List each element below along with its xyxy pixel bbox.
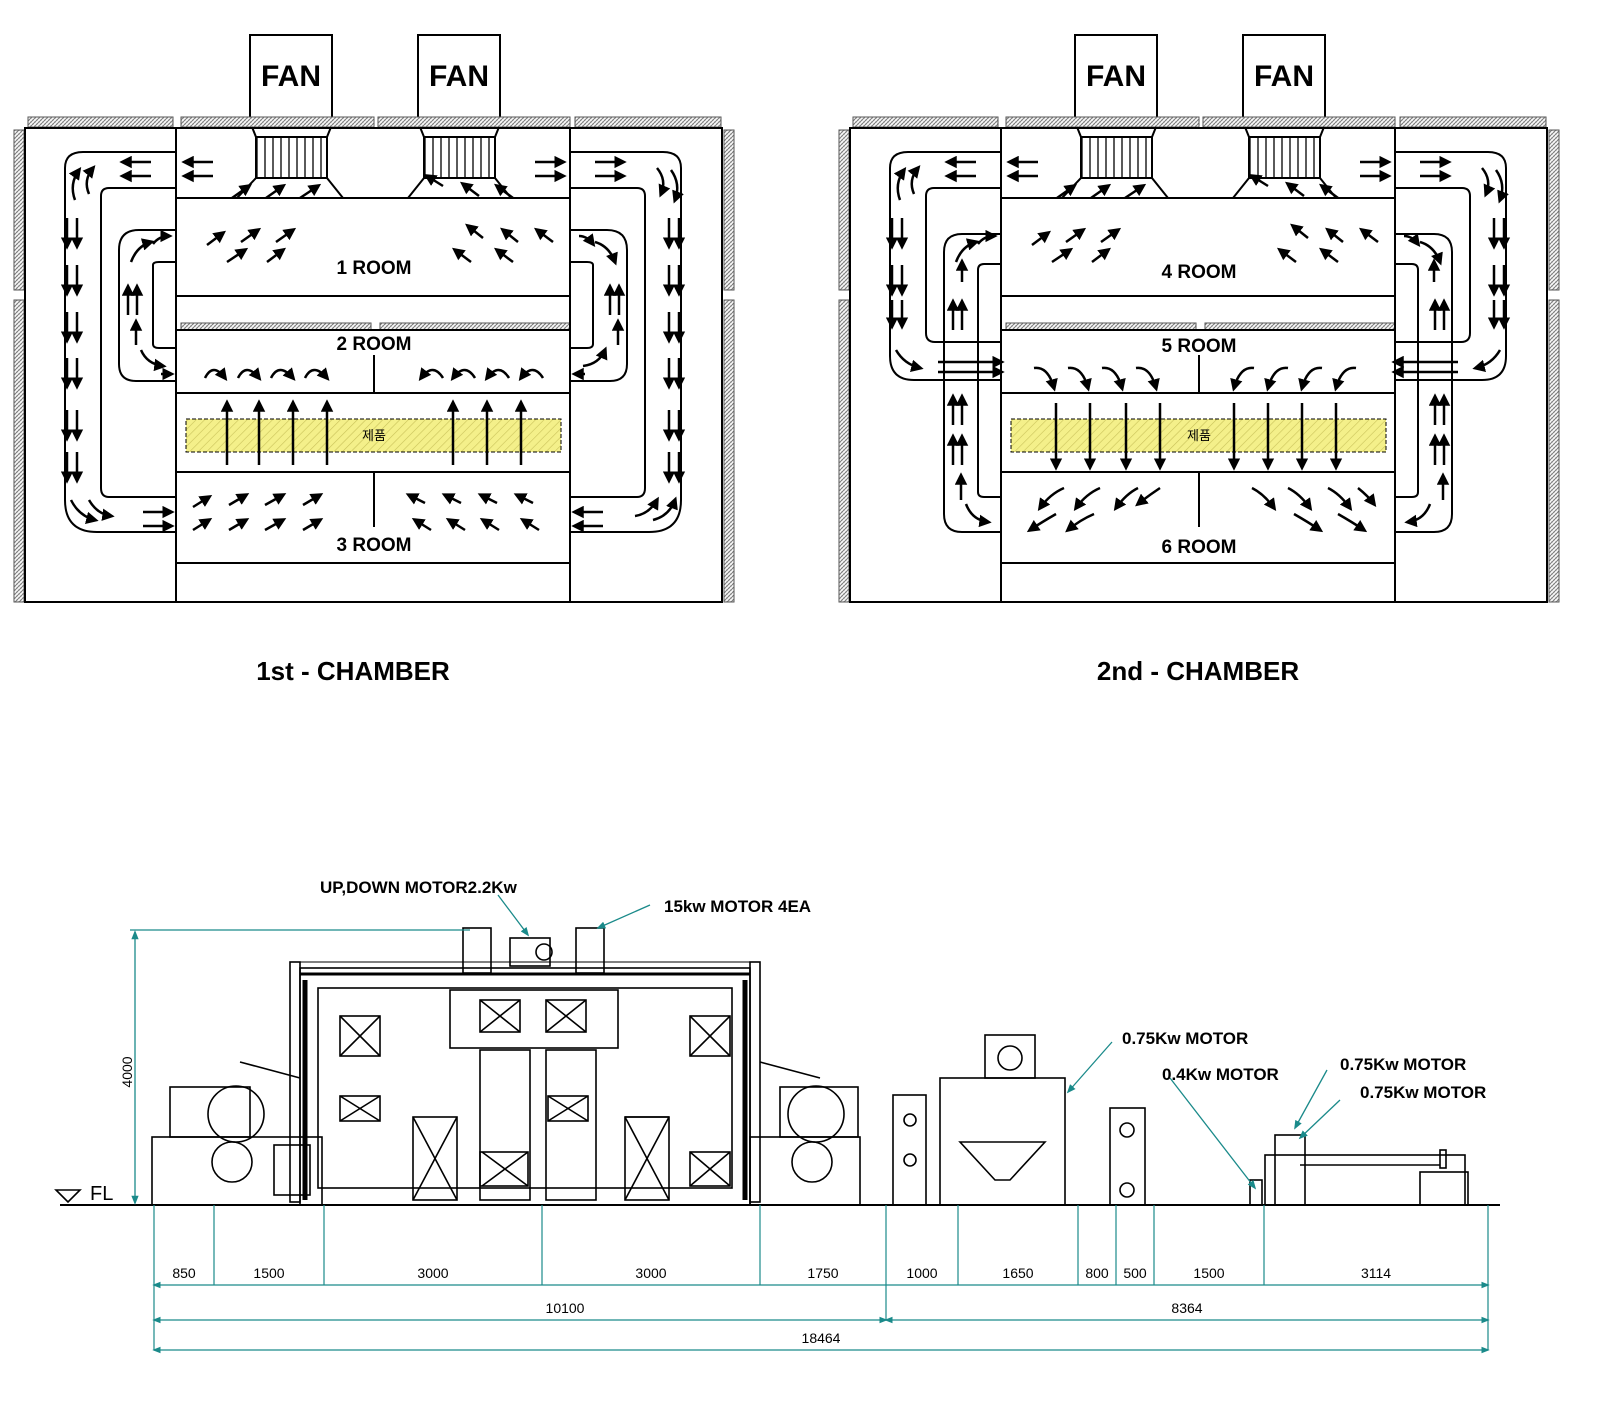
floor-symbol [54, 1189, 82, 1204]
dim-3114: 3114 [1361, 1265, 1391, 1281]
dryer-body [299, 967, 751, 1206]
dimension-values: 850 1500 3000 3000 1750 1000 1650 800 50… [172, 1265, 1391, 1346]
dim-1000: 1000 [906, 1265, 937, 1281]
dim-1500-b: 1500 [1193, 1265, 1224, 1281]
floor-label: FL [90, 1183, 113, 1205]
dim-800: 800 [1085, 1265, 1109, 1281]
product-label-2: 제품 [1187, 429, 1211, 444]
room-2-label: 2 ROOM [337, 334, 412, 355]
fan-box-right [417, 34, 501, 119]
fan-label-left: FAN [261, 60, 321, 93]
dim-1650: 1650 [1002, 1265, 1033, 1281]
chamber-2: FAN FAN [838, 34, 1560, 686]
side-elevation: FL [54, 878, 1500, 1354]
label-motor-075-c: 0.75Kw MOTOR [1360, 1083, 1486, 1102]
label-motor-075-b: 0.75Kw MOTOR [1340, 1055, 1466, 1074]
dim-8364: 8364 [1171, 1300, 1202, 1316]
dim-3000-a: 3000 [417, 1265, 448, 1281]
airflow-down-arrows [1049, 403, 1343, 471]
insulation-right [723, 129, 735, 291]
fan-box-right-2 [1242, 34, 1326, 119]
height-dimension: 4000 [119, 1056, 135, 1087]
airflow-up-arrows [220, 399, 528, 465]
label-motor-075-a: 0.75Kw MOTOR [1122, 1029, 1248, 1048]
product-label-1: 제품 [362, 429, 386, 444]
fan-label-right: FAN [429, 60, 489, 93]
product-band-1 [185, 418, 562, 453]
exhaust-stack-2 [575, 927, 605, 974]
dim-850: 850 [172, 1265, 196, 1281]
dim-1750: 1750 [807, 1265, 838, 1281]
dimension-lines [152, 1205, 1490, 1354]
dim-3000-b: 3000 [635, 1265, 666, 1281]
insulation-top [27, 116, 174, 128]
label-main-motor: 15kw MOTOR 4EA [664, 897, 811, 916]
leader-lines [497, 894, 1341, 1190]
exhaust-stack-1 [462, 927, 492, 974]
updown-motor-box [509, 937, 551, 967]
dim-1500: 1500 [253, 1265, 284, 1281]
dim-10100: 10100 [546, 1300, 585, 1316]
chamber-1-frame [24, 127, 723, 603]
chamber-1-title: 1st - CHAMBER [256, 656, 450, 686]
chamber-1: FAN FAN [13, 34, 735, 686]
room-4-label: 4 ROOM [1162, 262, 1237, 283]
end-conveyor [1264, 1154, 1466, 1206]
room-6-label: 6 ROOM [1162, 537, 1237, 558]
room-1-label: 1 ROOM [337, 258, 412, 279]
label-motor-04: 0.4Kw MOTOR [1162, 1065, 1279, 1084]
fan-box-left-2 [1074, 34, 1158, 119]
dim-18464: 18464 [802, 1330, 841, 1346]
product-band-2 [1010, 418, 1387, 453]
chamber-2-title: 2nd - CHAMBER [1097, 656, 1299, 686]
label-updown-motor: UP,DOWN MOTOR2.2Kw [320, 878, 518, 897]
fan-label-right-2: FAN [1254, 60, 1314, 93]
room-5-label: 5 ROOM [1162, 336, 1237, 357]
dim-500: 500 [1123, 1265, 1147, 1281]
fan-box-left [249, 34, 333, 119]
room-3-label: 3 ROOM [337, 535, 412, 556]
insulation-left [13, 129, 25, 291]
fan-label-left-2: FAN [1086, 60, 1146, 93]
chamber-2-frame [849, 127, 1548, 603]
